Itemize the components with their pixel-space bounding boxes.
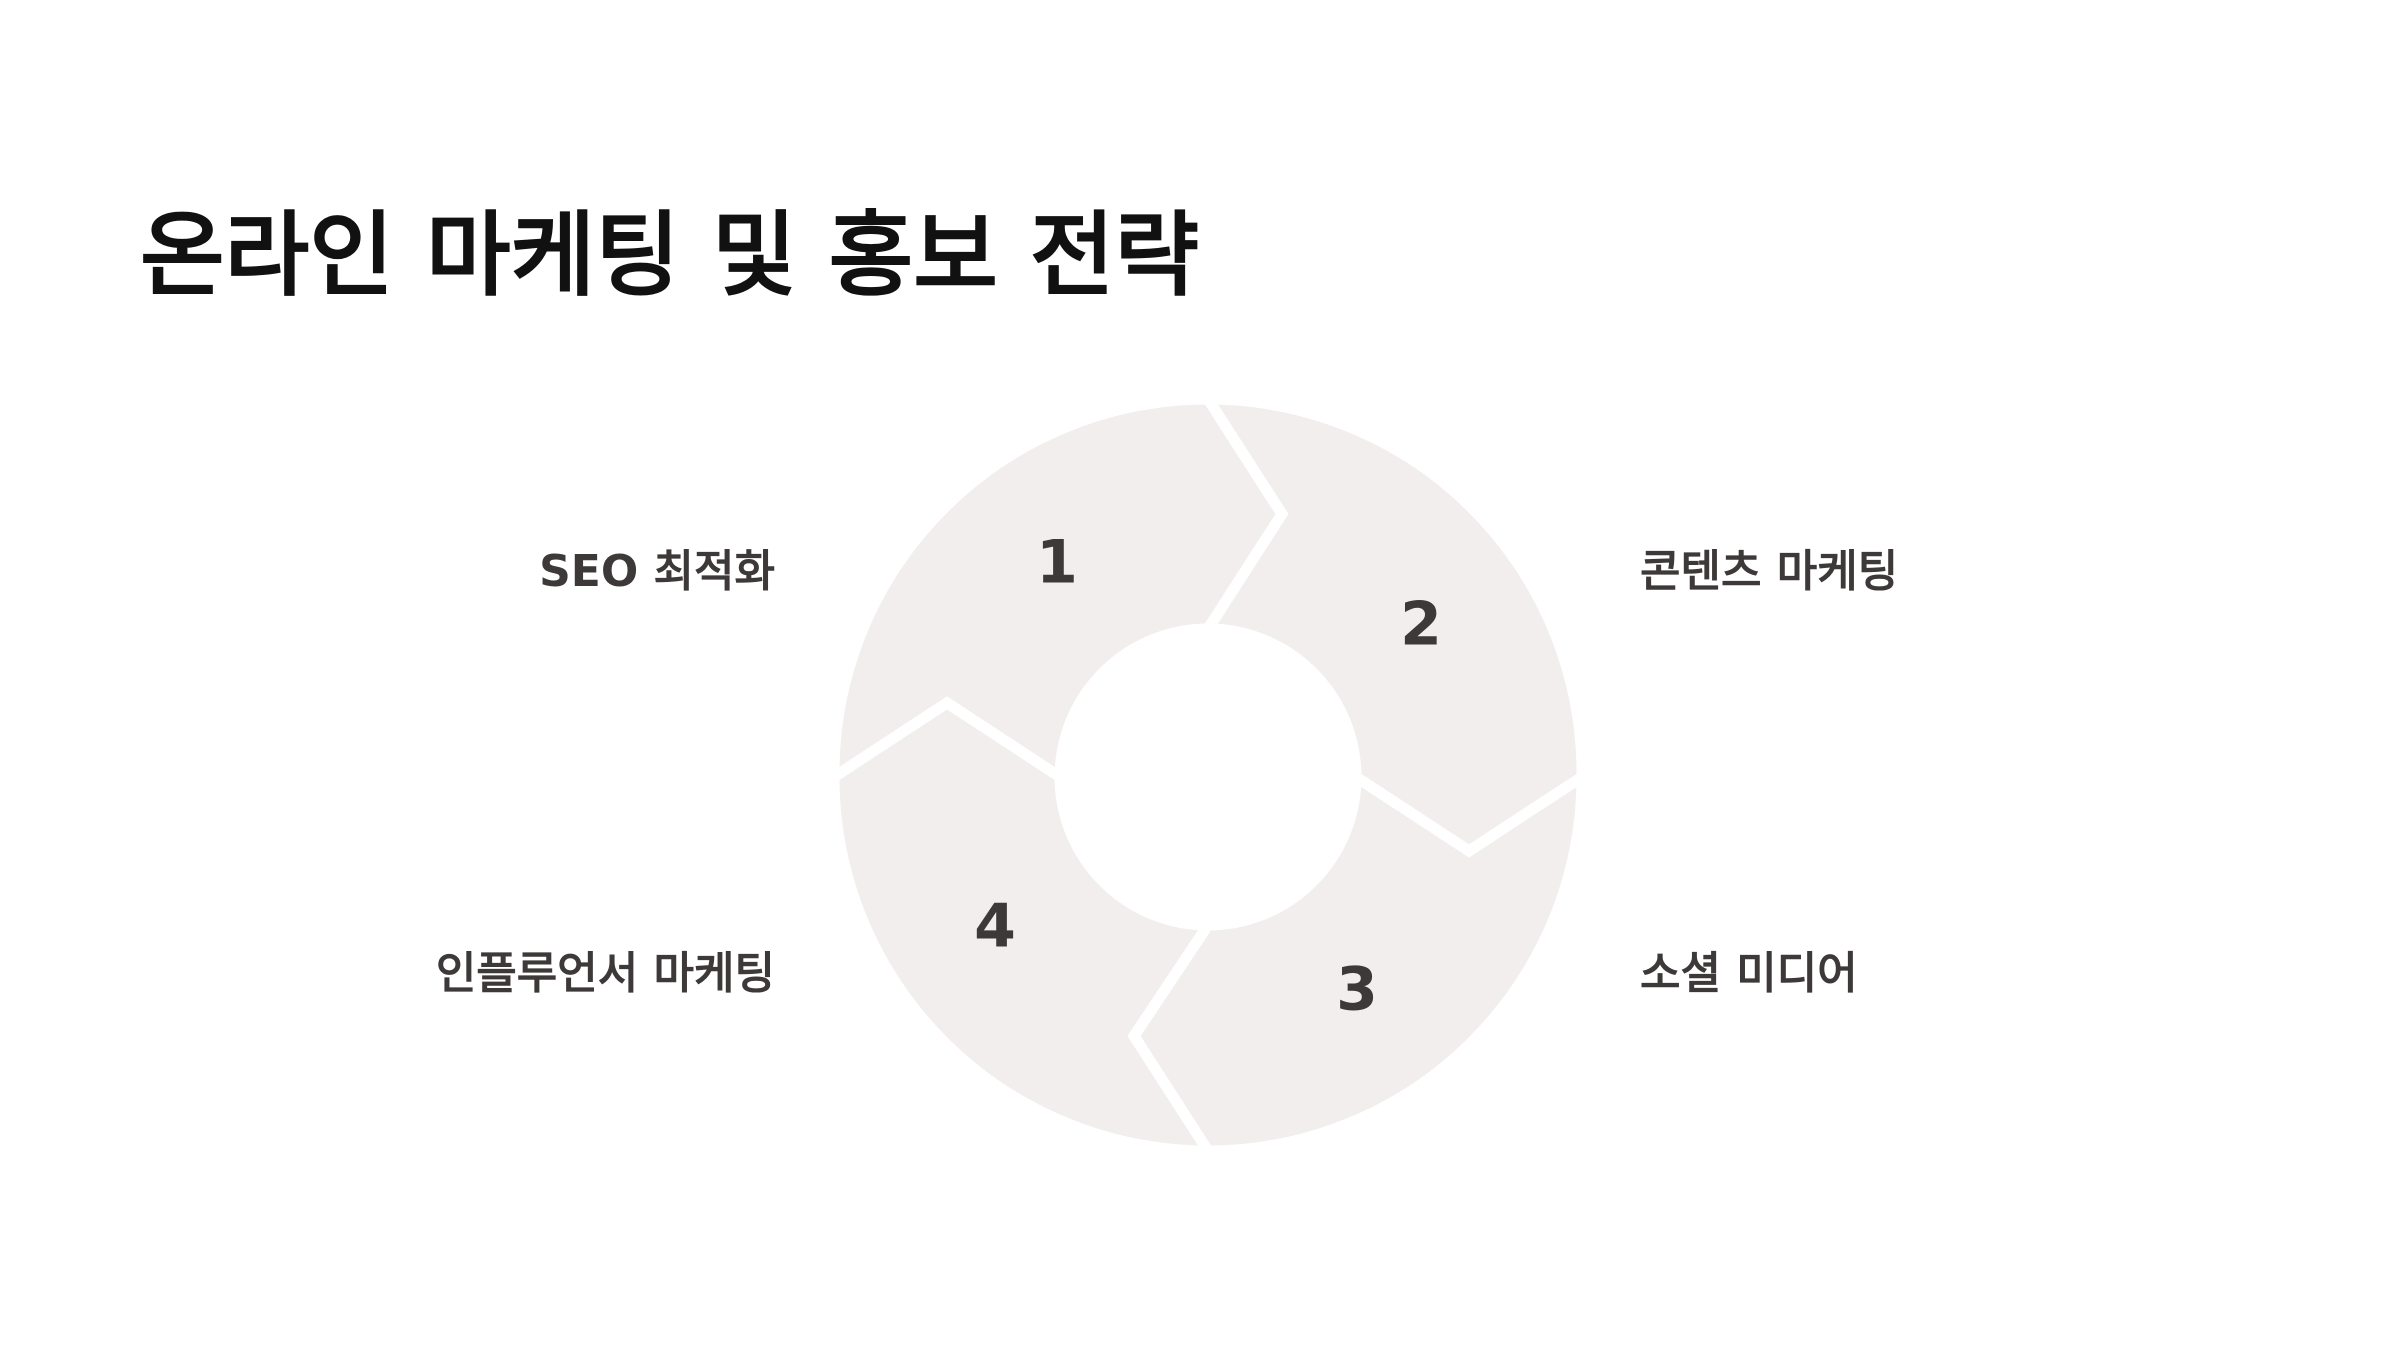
segment-number-3: 3 — [1336, 955, 1378, 1025]
step-label-content-marketing: 콘텐츠 마케팅 — [1640, 546, 1899, 597]
segment-number-1: 1 — [1036, 528, 1078, 598]
segment-number-2: 2 — [1400, 590, 1442, 660]
step-label-influencer-marketing: 인플루언서 마케팅 — [435, 948, 775, 999]
cycle-segment-3 — [1127, 766, 1588, 1157]
step-label-social-media: 소셜 미디어 — [1640, 948, 1858, 999]
slide-title: 온라인 마케팅 및 홍보 전략 — [140, 202, 1200, 309]
cycle-segment-1 — [828, 393, 1289, 788]
cycle-segment-2 — [1197, 393, 1588, 858]
step-label-seo: SEO 최적화 — [539, 546, 775, 597]
segment-number-4: 4 — [974, 892, 1016, 962]
cycle-segment-4 — [828, 696, 1219, 1157]
